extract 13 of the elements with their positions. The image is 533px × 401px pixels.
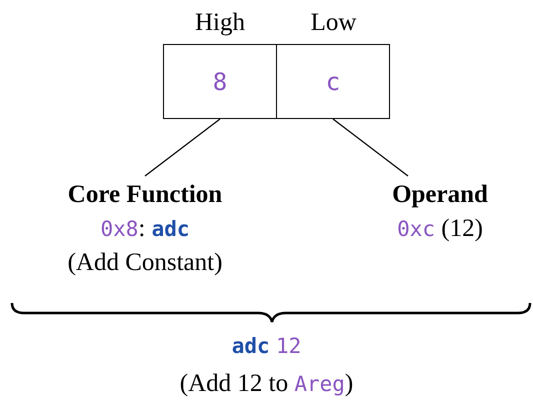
field-description: (Add Constant) — [68, 248, 222, 278]
hex-digit: 8 — [212, 66, 228, 98]
instruction-text: adc 12 — [232, 333, 302, 360]
hex-digit: c — [326, 66, 340, 98]
leader-line — [144, 118, 220, 176]
field-description: 0xc (12) — [397, 214, 483, 244]
instruction-description: (Add 12 to Areg) — [180, 369, 354, 399]
field-description: 0x8: adc — [100, 214, 190, 244]
register-heading: Low — [310, 8, 356, 38]
field-title: Core Function — [68, 180, 222, 210]
leader-line — [332, 118, 408, 176]
register-heading: High — [195, 8, 245, 38]
field-title: Operand — [392, 180, 488, 210]
